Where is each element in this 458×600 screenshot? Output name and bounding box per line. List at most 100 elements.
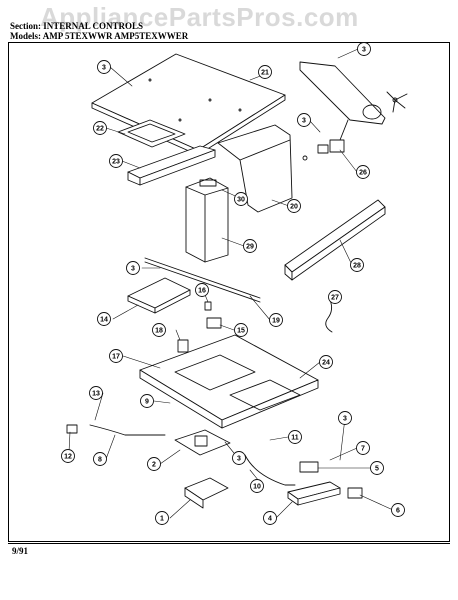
callout-label: 27 [331,295,339,302]
callout-circle [152,323,166,337]
callout-3: 3 [126,261,140,275]
callout-label: 9 [145,399,149,406]
callout-5: 5 [370,461,384,475]
part-18-switch [177,339,189,353]
callout-12: 12 [61,449,75,463]
callout-circle [109,154,123,168]
callout-circle [288,430,302,444]
callout-label: 20 [290,204,298,211]
callout-label: 11 [291,435,299,442]
part-12-connector [66,424,78,434]
part-23-channel [127,145,216,186]
callout-10: 10 [250,479,264,493]
callout-label: 10 [253,484,261,491]
callout-27: 27 [328,290,342,304]
callout-label: 29 [246,244,254,251]
callout-label: 4 [268,516,272,523]
callout-3: 3 [97,60,111,74]
part-15-relay [206,317,222,329]
callout-circle [126,261,140,275]
callout-circle [234,192,248,206]
part-2-valve-assembly [174,429,231,456]
part-20-rear-panel [217,124,293,213]
callout-24: 24 [319,355,333,369]
callout-label: 3 [102,65,106,72]
callout-label: 1 [160,516,164,523]
callout-label: 8 [98,457,102,464]
part-29-control-housing [185,177,229,263]
callout-circle [232,451,246,465]
callout-label: 28 [353,263,361,270]
callout-circle [370,461,384,475]
callout-label: 12 [64,454,72,461]
callout-label: 15 [237,328,245,335]
callout-18: 18 [152,323,166,337]
callout-circle [287,199,301,213]
callout-label: 14 [100,317,108,324]
callout-label: 6 [396,508,400,515]
section-title: Section: INTERNAL CONTROLS [10,21,144,31]
callout-circle [297,113,311,127]
callout-17: 17 [109,349,123,363]
part-5-sensor [299,461,319,473]
callout-circle [319,355,333,369]
callout-label: 26 [359,170,367,177]
part-10-wire [244,454,296,486]
callout-label: 21 [261,70,269,77]
part-16-clip [204,301,212,311]
callout-label: 3 [302,118,306,125]
callout-3: 3 [232,451,246,465]
callout-15: 15 [234,323,248,337]
callout-circle [97,60,111,74]
callout-9: 9 [140,394,154,408]
callout-circle [263,511,277,525]
callout-circle [89,386,103,400]
callout-circle [61,449,75,463]
callout-circle [243,239,257,253]
callout-20: 20 [287,199,301,213]
part-28-long-bracket [284,199,386,281]
callout-22: 22 [93,121,107,135]
callout-circle [350,258,364,272]
callout-circle [338,411,352,425]
callout-circle [140,394,154,408]
callout-circle [258,65,272,79]
part-30-switch [199,179,217,187]
part-6-module [347,487,363,499]
callout-label: 13 [92,391,100,398]
callout-29: 29 [243,239,257,253]
callout-26: 26 [356,165,370,179]
part-19-rod [144,257,261,303]
callout-label: 3 [131,266,135,273]
part-4-channel [287,481,341,506]
callout-28: 28 [350,258,364,272]
callout-circle [250,479,264,493]
callout-7: 7 [356,441,370,455]
callout-circle [391,503,405,517]
callout-label: 18 [155,328,163,335]
callout-16: 16 [195,283,209,297]
callout-label: 24 [322,360,330,367]
part-1-lower-bracket [184,477,229,509]
callout-3: 3 [297,113,311,127]
footer-date: 9/91 [12,546,29,556]
callout-circle [234,323,248,337]
callout-markers: 3212223302029332628314161927151817241391… [61,42,405,525]
callout-circle [269,313,283,327]
watermark: AppliancePartsPros.com [40,2,359,32]
callout-3: 3 [338,411,352,425]
callout-label: 3 [343,416,347,423]
callout-21: 21 [258,65,272,79]
callout-label: 23 [112,159,120,166]
part-26-fan-bracket [299,61,408,161]
callout-13: 13 [89,386,103,400]
part-27-wire [325,299,333,333]
part-14-circuit-board [127,277,191,314]
callout-6: 6 [391,503,405,517]
callout-14: 14 [97,312,111,326]
callout-23: 23 [109,154,123,168]
callout-8: 8 [93,452,107,466]
callout-circle [109,349,123,363]
part-22-gasket [117,119,186,148]
